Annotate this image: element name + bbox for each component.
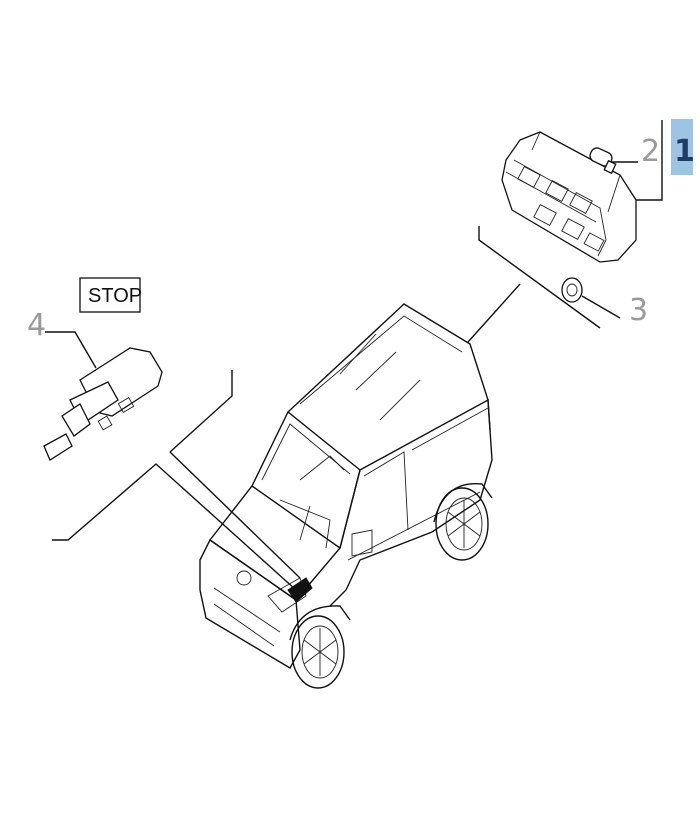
callout-2-number: 2	[641, 134, 660, 169]
roof-lamp-leader	[467, 226, 601, 343]
callout-1[interactable]: 1	[671, 119, 695, 175]
callout-4-leader	[45, 331, 97, 369]
callout-3-number: 3	[629, 293, 648, 328]
brake-switch-leader	[52, 370, 297, 591]
callout-4[interactable]: 4	[27, 308, 46, 343]
callout-3-leader	[581, 295, 621, 319]
callout-1-highlight	[671, 119, 693, 175]
callout-1-number: 1	[674, 134, 695, 169]
grommet[interactable]	[561, 277, 583, 303]
stop-label-text: STOP	[88, 285, 142, 307]
brake-switch-leader-2	[169, 451, 301, 579]
bulb[interactable]	[588, 146, 617, 175]
callout-2[interactable]: 2	[641, 134, 660, 169]
callout-4-number: 4	[27, 308, 46, 343]
stop-label: STOP	[79, 277, 142, 313]
roof-lamp-housing[interactable]	[501, 131, 637, 263]
callout-3[interactable]: 3	[629, 293, 648, 328]
van	[199, 303, 493, 689]
brake-light-switch[interactable]	[43, 347, 163, 461]
